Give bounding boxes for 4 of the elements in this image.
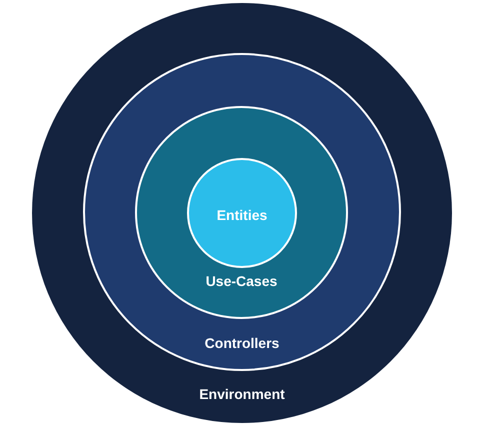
layer-label: Environment (199, 386, 285, 402)
layer-label: Controllers (204, 335, 280, 351)
layer-label: Use-Cases (206, 273, 278, 289)
layer-label: Entities (216, 207, 268, 223)
